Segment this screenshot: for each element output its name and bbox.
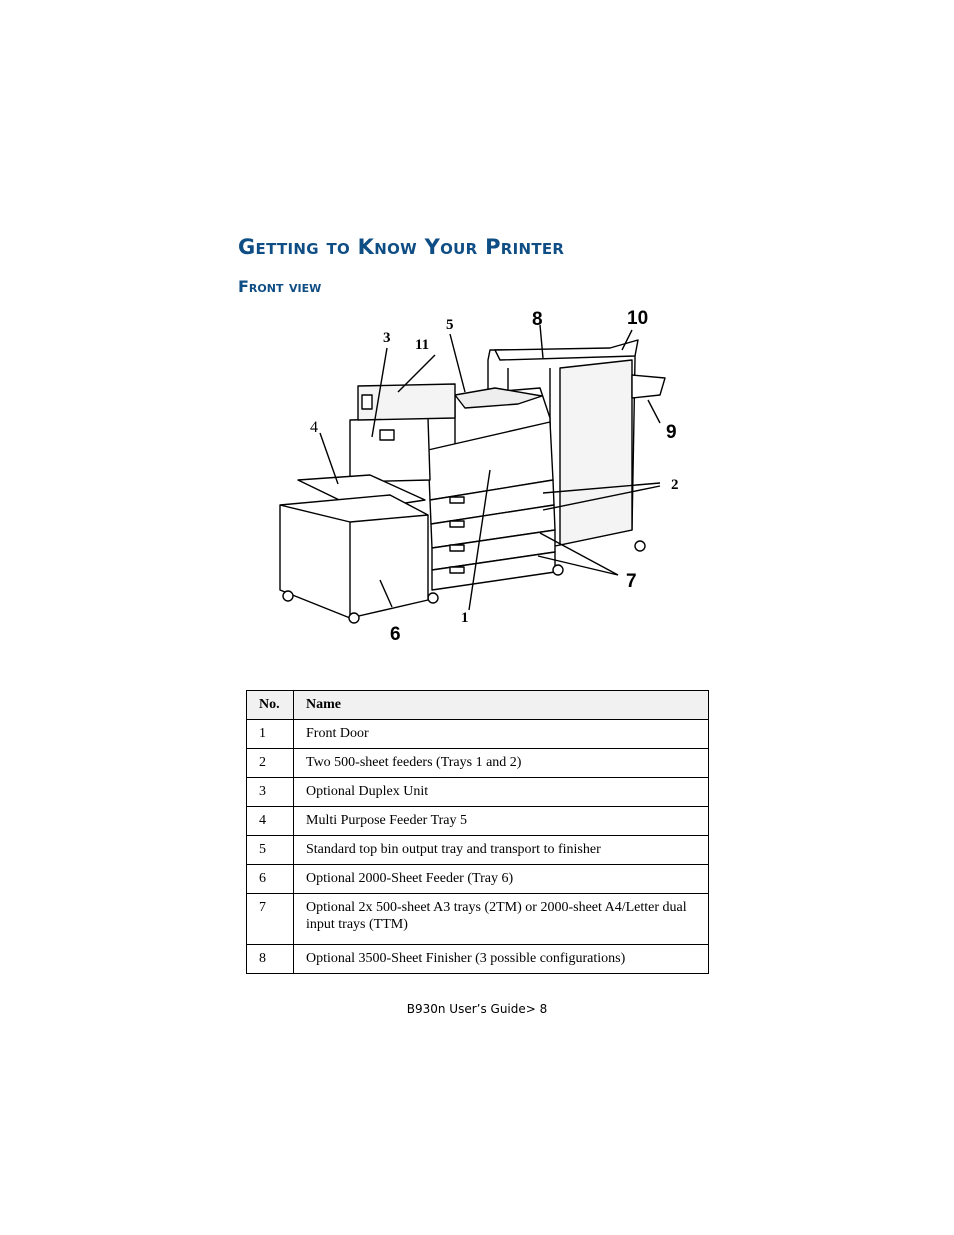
table-row: 6 Optional 2000-Sheet Feeder (Tray 6)	[246, 864, 709, 894]
row-name: Optional Duplex Unit	[293, 777, 709, 807]
row-name: Optional 2x 500-sheet A3 trays (2TM) or …	[293, 893, 709, 945]
callout-2: 2	[671, 477, 679, 493]
finisher-side	[559, 359, 633, 546]
row-name: Multi Purpose Feeder Tray 5	[293, 806, 709, 836]
row-no: 4	[246, 806, 294, 836]
table-row: 1 Front Door	[246, 719, 709, 749]
finisher-stacker-tray	[631, 374, 666, 399]
duplex-unit	[349, 417, 431, 483]
row-no: 1	[246, 719, 294, 749]
table-row: 3 Optional Duplex Unit	[246, 777, 709, 807]
callout-7: 7	[626, 571, 637, 592]
table-row: 8 Optional 3500-Sheet Finisher (3 possib…	[246, 944, 709, 974]
transport-unit	[357, 383, 456, 421]
row-no: 7	[246, 893, 294, 945]
callout-8: 8	[532, 309, 543, 330]
callout-10: 10	[627, 308, 648, 329]
row-name: Front Door	[293, 719, 709, 749]
callout-6: 6	[390, 624, 401, 645]
parts-table: No. Name 1 Front Door 2 Two 500-sheet fe…	[246, 690, 709, 974]
table-row: 7 Optional 2x 500-sheet A3 trays (2TM) o…	[246, 893, 709, 945]
printer-illustration: 1 2 3 4 5 6 7 8 9 10 11	[279, 308, 679, 645]
high-capacity-feeder	[279, 494, 429, 619]
top-bin-tray	[454, 387, 543, 409]
callout-5: 5	[446, 317, 454, 333]
callout-9: 9	[666, 422, 677, 443]
finisher-top-tray	[494, 339, 639, 361]
table-row: 5 Standard top bin output tray and trans…	[246, 835, 709, 865]
header-name: Name	[293, 690, 709, 720]
page-footer: B930n User’s Guide> 8	[406, 1002, 548, 1016]
page-heading: Getting to Know Your Printer	[238, 235, 565, 259]
row-no: 8	[246, 944, 294, 974]
row-name: Standard top bin output tray and transpo…	[293, 835, 709, 865]
callout-1: 1	[461, 610, 469, 626]
table-row: 4 Multi Purpose Feeder Tray 5	[246, 806, 709, 836]
row-no: 6	[246, 864, 294, 894]
row-name: Optional 3500-Sheet Finisher (3 possible…	[293, 944, 709, 974]
table-header-row: No. Name	[246, 690, 709, 720]
callout-11: 11	[415, 337, 429, 353]
callout-3: 3	[383, 330, 391, 346]
row-no: 5	[246, 835, 294, 865]
row-name: Optional 2000-Sheet Feeder (Tray 6)	[293, 864, 709, 894]
row-no: 3	[246, 777, 294, 807]
row-name: Two 500-sheet feeders (Trays 1 and 2)	[293, 748, 709, 778]
table-row: 2 Two 500-sheet feeders (Trays 1 and 2)	[246, 748, 709, 778]
header-no: No.	[246, 690, 294, 720]
tray-handle	[449, 544, 465, 552]
callout-4: 4	[310, 419, 318, 436]
tray-handle	[449, 566, 465, 574]
section-subheading: Front view	[238, 277, 322, 296]
tray-handle	[449, 496, 465, 504]
tray-handle	[449, 520, 465, 528]
printer-front-view-figure: 1 2 3 4 5 6 7 8 9 10 11	[250, 300, 710, 650]
row-no: 2	[246, 748, 294, 778]
